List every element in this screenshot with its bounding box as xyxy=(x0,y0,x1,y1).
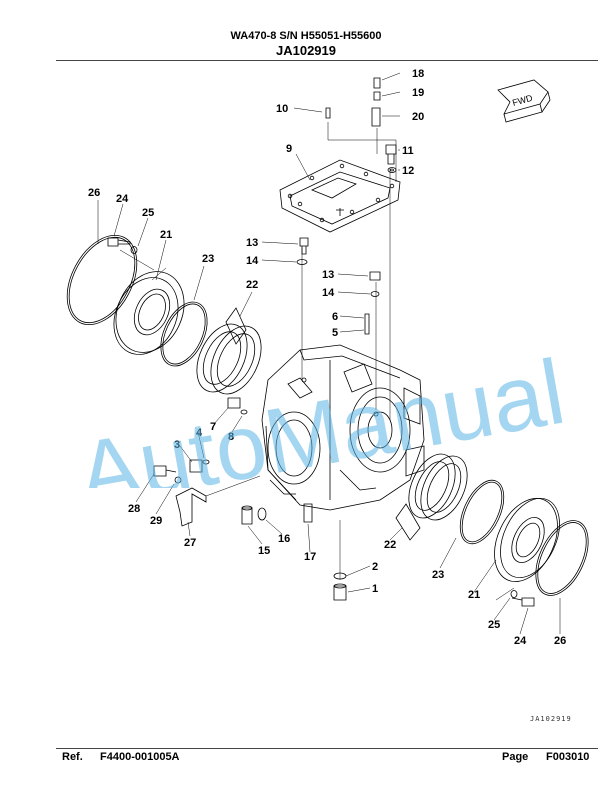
callout-label: 22 xyxy=(384,539,396,551)
callout-label: 11 xyxy=(402,145,414,157)
shim-rings-right xyxy=(408,453,468,521)
callout-label: 14 xyxy=(322,287,335,299)
callout-label: 22 xyxy=(246,279,258,291)
cover-plate-right xyxy=(494,497,560,582)
callout-label: 10 xyxy=(276,103,288,115)
callout-label: 25 xyxy=(488,619,500,631)
footer-page-label: Page xyxy=(502,751,529,763)
header-rule xyxy=(56,60,598,61)
callout-label: 3 xyxy=(174,439,180,451)
footer-ref-value: F4400-001005A xyxy=(100,751,180,763)
callout-label: 23 xyxy=(202,253,214,265)
callout-label: 18 xyxy=(412,68,424,80)
model-title: WA470-8 S/N H55051-H55600 xyxy=(230,30,382,42)
callout-label: 27 xyxy=(184,537,196,549)
callout-label: 24 xyxy=(116,193,129,205)
callout-label: 21 xyxy=(160,229,172,241)
callout-label: 12 xyxy=(402,165,414,177)
main-housing-part xyxy=(261,344,425,511)
callout-label: 19 xyxy=(412,87,424,99)
fwd-label: FWD xyxy=(511,93,534,108)
callout-label: 26 xyxy=(554,635,566,647)
callout-label: 15 xyxy=(258,545,270,557)
callout-label: 28 xyxy=(128,503,140,515)
callout-label: 21 xyxy=(468,589,480,601)
callout-label: 1 xyxy=(372,583,378,595)
callout-label: 20 xyxy=(412,111,424,123)
callout-labels: 18 19 20 10 11 12 9 26 24 25 21 23 22 13… xyxy=(88,68,566,647)
cover-plate-left xyxy=(113,271,185,355)
callout-label: 4 xyxy=(196,427,203,439)
callout-label: 23 xyxy=(432,569,444,581)
bracket-part xyxy=(175,487,207,527)
callout-label: 29 xyxy=(150,515,162,527)
fwd-marker xyxy=(497,79,551,123)
gasket-ring-right xyxy=(535,520,589,596)
footer-rule xyxy=(56,748,598,749)
footer-page-value: F003010 xyxy=(546,751,590,763)
callout-label: 13 xyxy=(322,269,334,281)
gasket-ring-left xyxy=(66,234,138,326)
shim-rings-left xyxy=(196,323,262,395)
callout-label: 2 xyxy=(372,561,378,573)
footer-ref-label: Ref. xyxy=(62,751,83,763)
callout-label: 6 xyxy=(332,311,338,323)
callout-label: 26 xyxy=(88,187,100,199)
top-cover-part xyxy=(279,159,401,233)
callout-label: 14 xyxy=(246,255,259,267)
callout-label: 8 xyxy=(228,431,234,443)
callout-label: 17 xyxy=(304,551,316,563)
watermark-text: AutoManual xyxy=(71,341,572,488)
callout-label: 25 xyxy=(142,207,154,219)
drawing-number: JA102919 xyxy=(530,715,572,723)
callout-label: 13 xyxy=(246,237,258,249)
callout-label: 5 xyxy=(332,327,338,339)
callout-label: 16 xyxy=(278,533,290,545)
callout-label: 7 xyxy=(210,421,216,433)
ref-code-title: JA102919 xyxy=(276,43,336,58)
callout-label: 24 xyxy=(514,635,527,647)
callout-label: 9 xyxy=(286,143,292,155)
watermark: AutoManual xyxy=(71,341,572,488)
